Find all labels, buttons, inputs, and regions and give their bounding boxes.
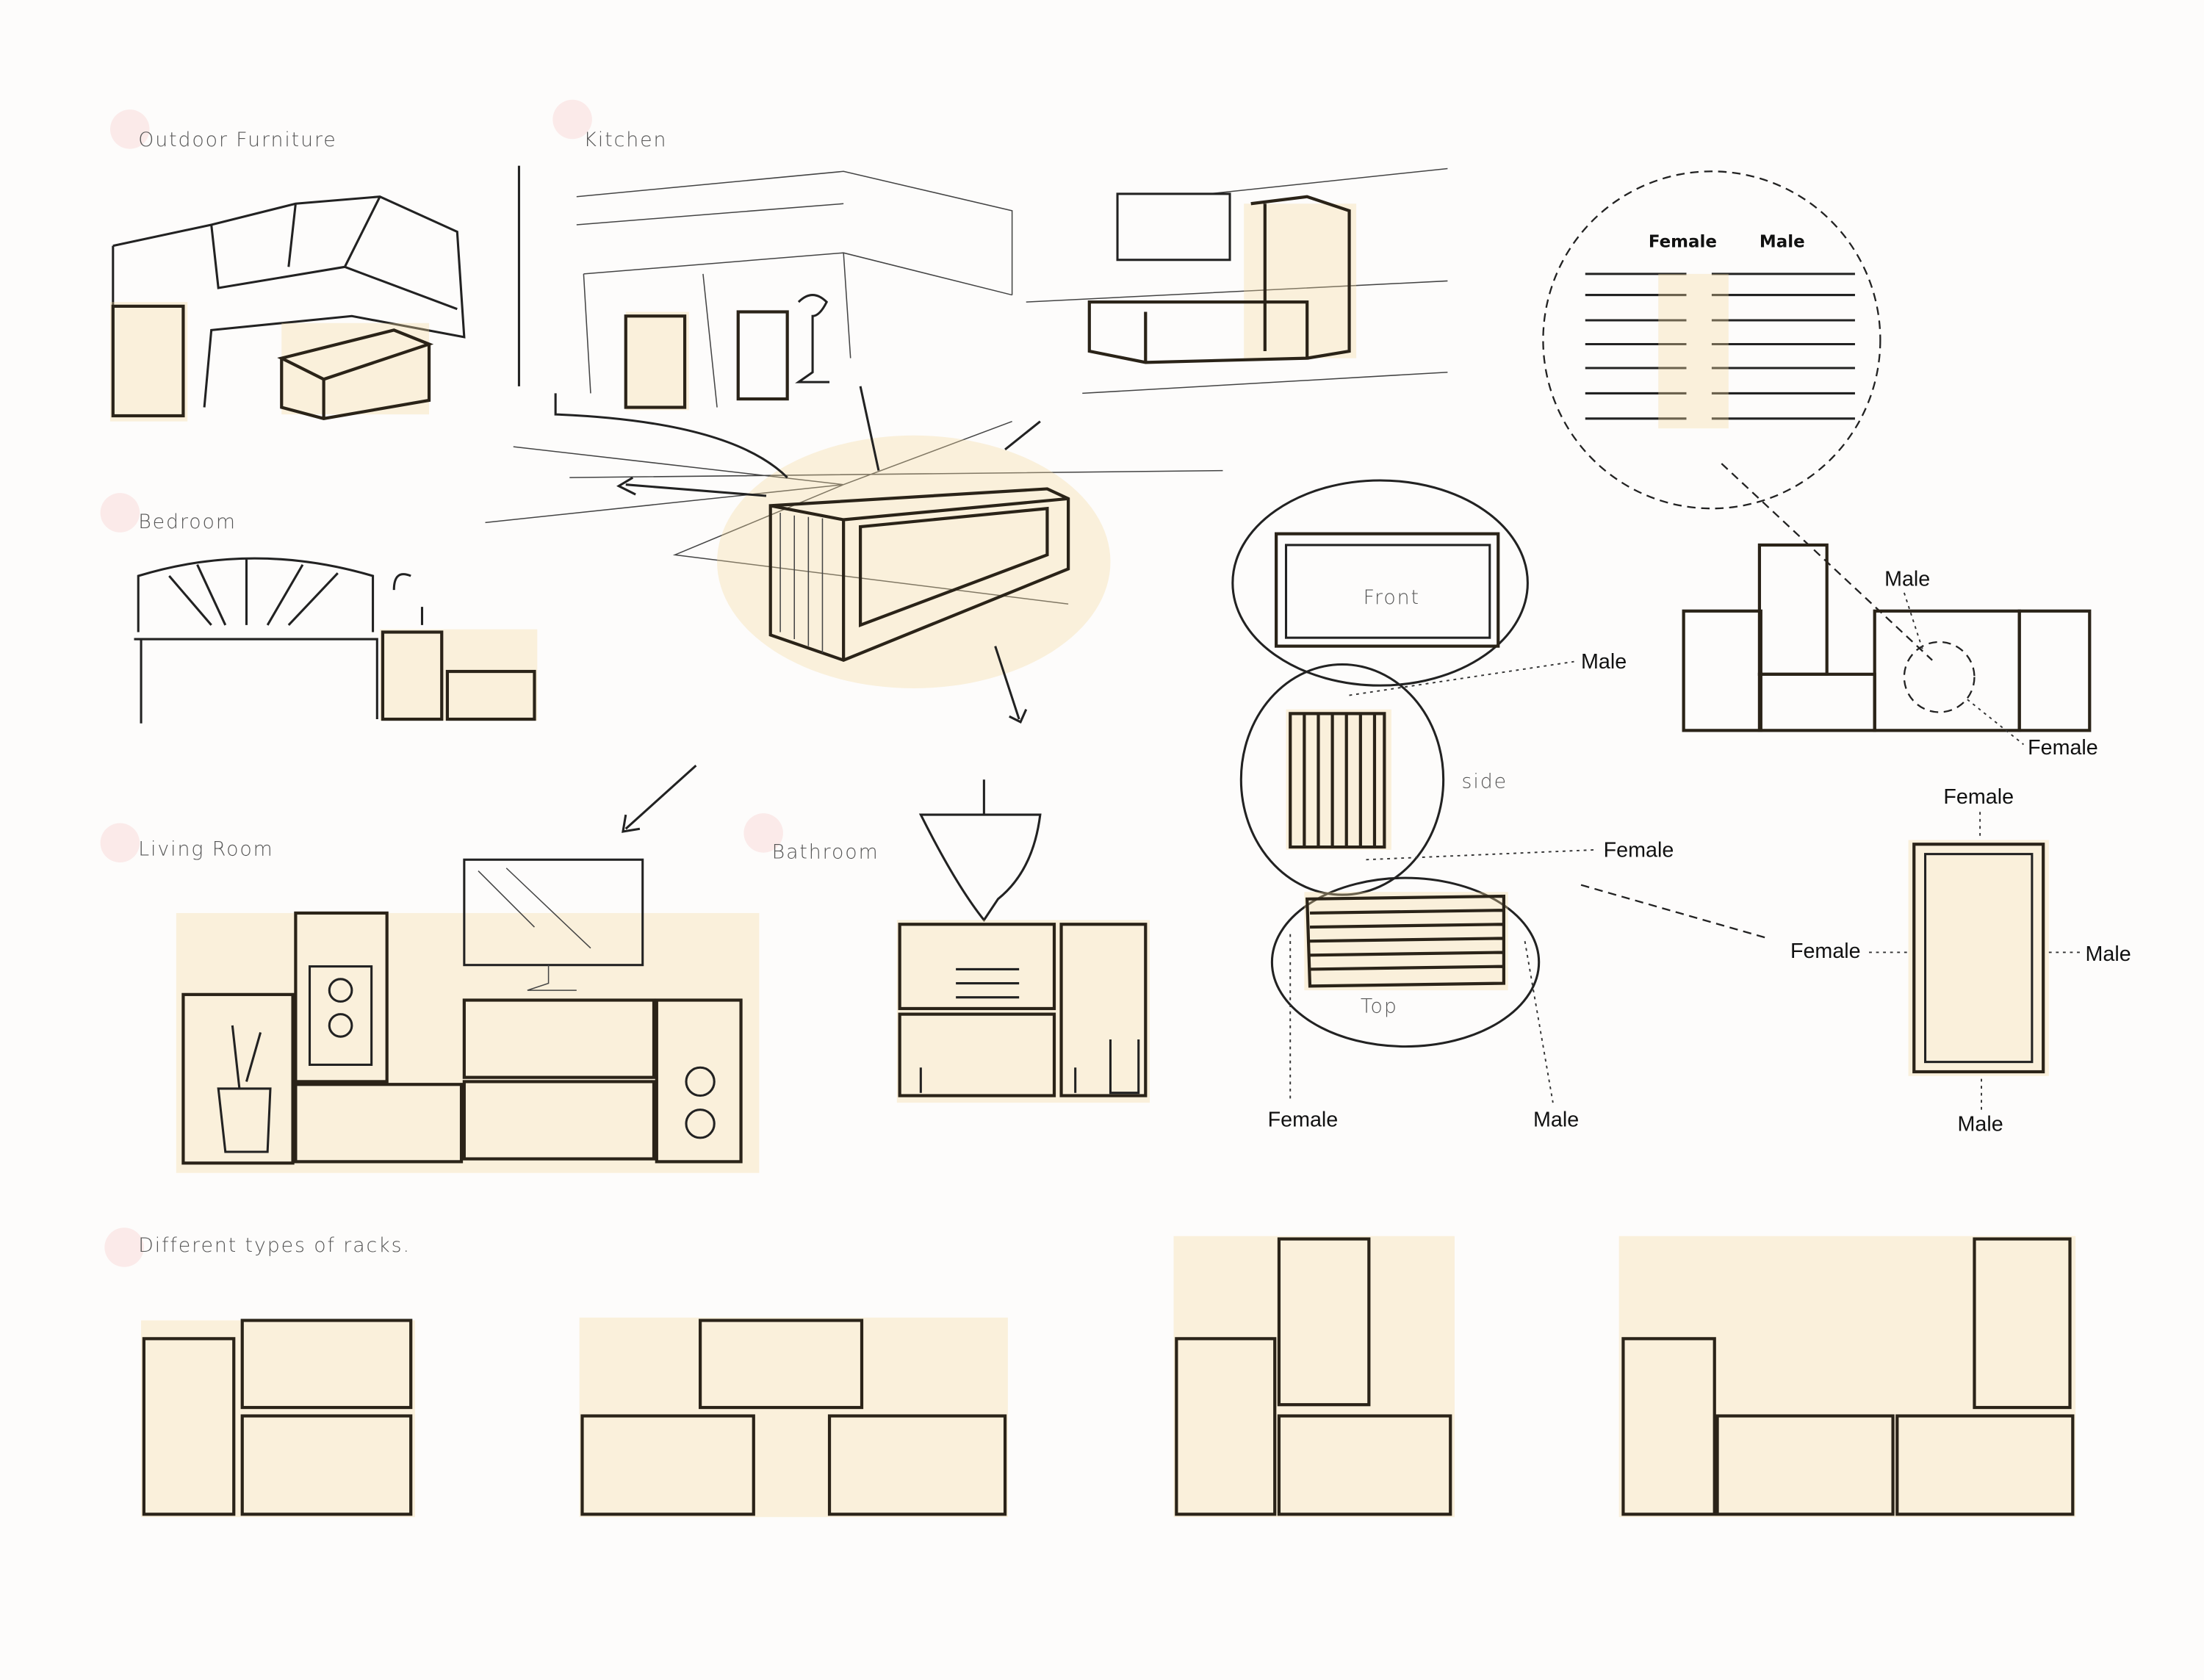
label-unit-bottom: Male [1958, 1112, 2003, 1136]
label-unit-right: Male [2086, 942, 2131, 966]
title-outdoor-furniture: Outdoor Furniture [138, 129, 336, 151]
title-living-room: Living Room [138, 838, 273, 861]
title-bathroom: Bathroom [772, 840, 879, 863]
rack-type-3 [1173, 1236, 1455, 1518]
label-joint-female: Female [1649, 233, 1717, 252]
living-room-sketch [176, 858, 760, 1173]
label-joint-male: Male [1760, 233, 1805, 252]
label-unit-top: Female [1943, 785, 2014, 809]
joint-detail: Female Male [1542, 170, 1933, 661]
label-front-view: Front [1364, 586, 1420, 609]
single-unit-diagram [1869, 812, 2080, 1110]
label-unit-left: Female [1790, 940, 1861, 963]
outdoor-sofa-sketch [109, 195, 466, 422]
assembly-diagram [1682, 543, 2092, 746]
label-female-side: Female [1604, 838, 1674, 862]
rack-type-4 [1618, 1236, 2076, 1518]
title-racks: Different types of racks. [138, 1234, 411, 1257]
section-markers [100, 99, 783, 1267]
label-male-top: Male [1533, 1108, 1579, 1132]
wall-rack-sketch [1026, 167, 1448, 394]
central-rack-perspective [485, 386, 1223, 833]
label-top-view: Top [1361, 995, 1398, 1018]
label-female-top: Female [1268, 1108, 1339, 1132]
title-kitchen: Kitchen [583, 129, 667, 151]
kitchen-sketch [576, 170, 1013, 411]
title-bedroom: Bedroom [138, 511, 237, 533]
bathroom-sketch [896, 779, 1150, 1103]
label-side-view: side [1462, 771, 1508, 793]
label-assembly-male: Male [1884, 567, 1930, 591]
bedroom-sketch [134, 557, 538, 724]
rack-type-1 [141, 1319, 415, 1518]
rack-type-2 [579, 1317, 1008, 1518]
label-assembly-female: Female [2028, 736, 2098, 760]
orthographic-views: Front side Top [1231, 479, 1768, 1103]
label-male-front: Male [1581, 650, 1627, 674]
